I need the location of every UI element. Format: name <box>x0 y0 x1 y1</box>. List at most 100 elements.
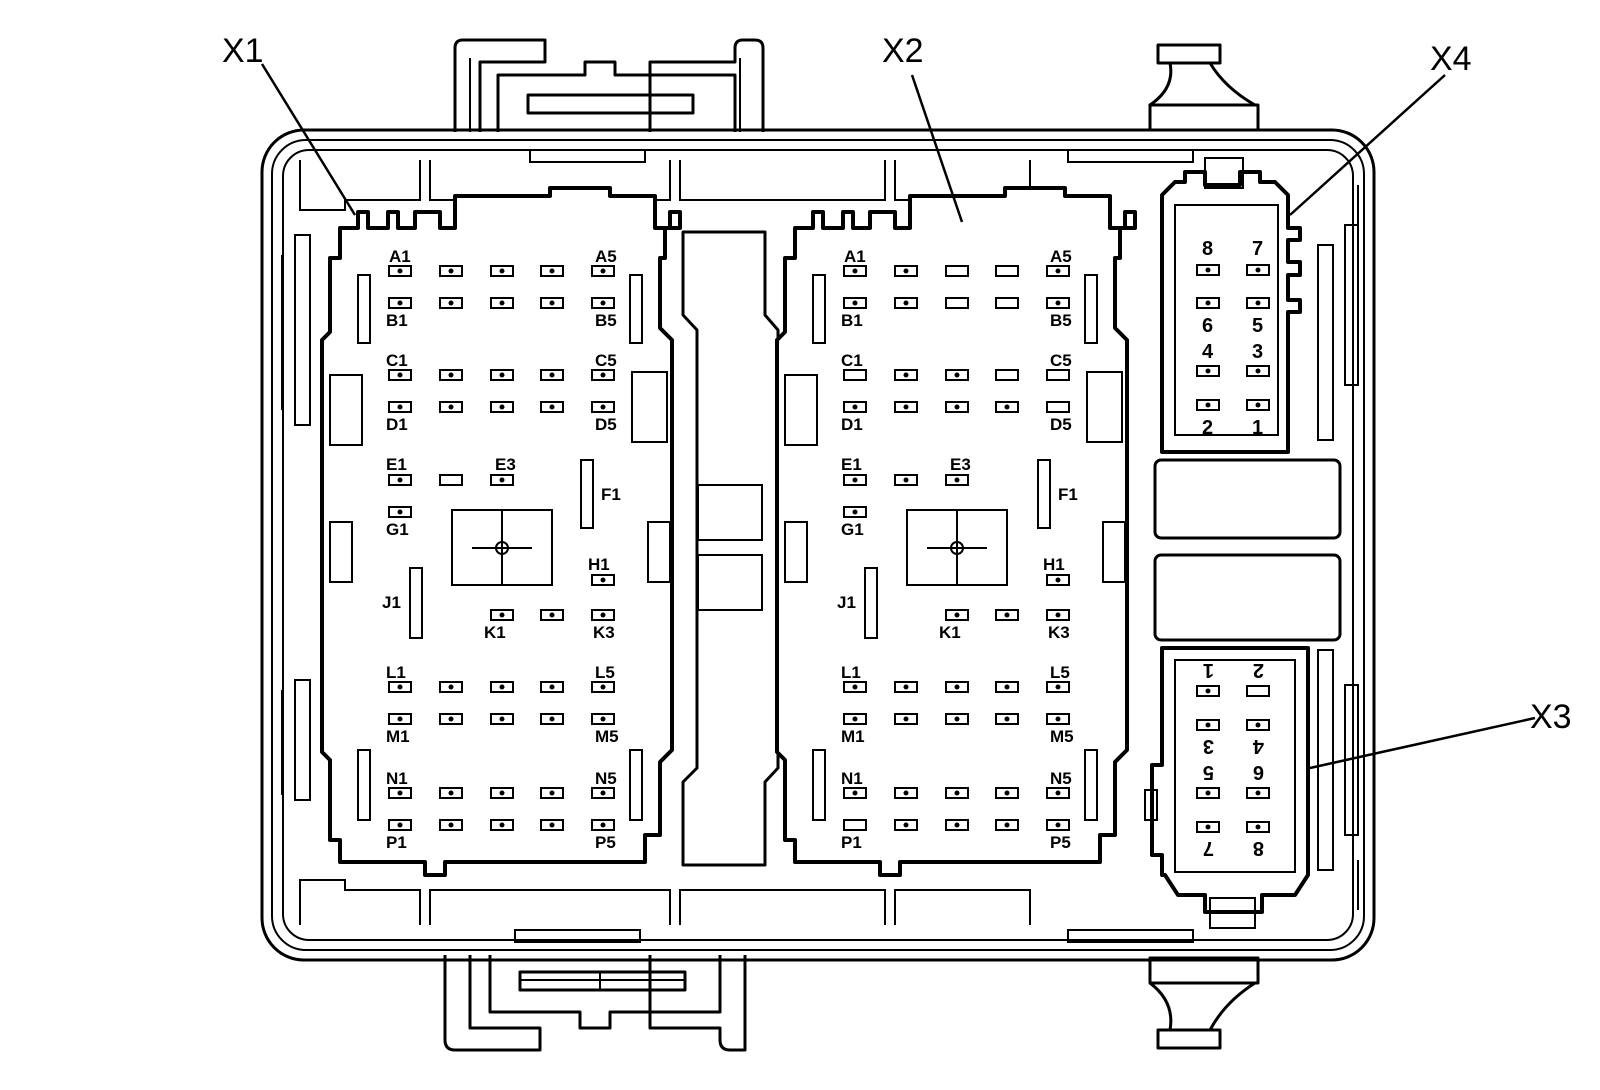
x2-label-d5: D5 <box>1050 415 1072 434</box>
x2-row-l <box>843 681 1070 693</box>
x4-label-5: 5 <box>1252 315 1263 337</box>
x3-label-2: 2 <box>1253 659 1264 681</box>
x3-label-8: 8 <box>1253 837 1264 859</box>
x4-label-4: 4 <box>1202 341 1214 363</box>
center-divider <box>681 230 780 867</box>
x2-row-n <box>843 787 1070 799</box>
x4-pin-grid <box>1196 264 1270 411</box>
right-knob-top <box>1148 43 1260 132</box>
x2-label-p5: P5 <box>1050 833 1071 852</box>
x1-label-a5: A5 <box>595 247 617 266</box>
x2-label-n5: N5 <box>1050 769 1072 788</box>
x2-row-b <box>843 297 1070 309</box>
x1-pin-grid <box>388 265 615 831</box>
connector-x2 <box>775 186 1137 877</box>
x1-row-e <box>388 474 514 486</box>
x3-label-7: 7 <box>1203 837 1214 859</box>
x2-label-h1: H1 <box>1043 555 1065 574</box>
housing-center-blocks <box>1153 458 1342 642</box>
callout-labels: X1 X2 X4 X3 <box>222 32 1572 736</box>
x2-label-l5: L5 <box>1050 663 1070 682</box>
x1-row-c <box>388 369 615 381</box>
x3-label-6: 6 <box>1253 761 1264 783</box>
x1-label-n5: N5 <box>595 769 617 788</box>
x2-label-k1: K1 <box>939 623 961 642</box>
x2-row-d <box>843 401 1070 413</box>
x2-pin-grid <box>843 265 1070 831</box>
x3-pin-labels: 1 2 3 4 5 6 7 8 <box>1203 659 1264 859</box>
outer-housing <box>260 128 1376 962</box>
x2-label-n1: N1 <box>841 769 863 788</box>
x1-label-k1: K1 <box>484 623 506 642</box>
x1-row-a <box>388 265 615 277</box>
x1-label-d5: D5 <box>595 415 617 434</box>
x4-pin-labels: 8 7 6 5 4 3 2 1 <box>1202 238 1263 439</box>
x2-row-c <box>843 369 1070 381</box>
x3-leader-line <box>1309 716 1536 770</box>
x1-label-a1: A1 <box>389 247 411 266</box>
x1-pin-labels: A1 A5 B1 B5 C1 C5 D1 D5 E1 E3 F1 G1 H1 J… <box>382 247 621 852</box>
x1-label-n1: N1 <box>386 769 408 788</box>
x1-label-c1: C1 <box>386 351 408 370</box>
x1-row-p <box>388 819 615 831</box>
connector-x1 <box>320 186 682 877</box>
x1-label-c5: C5 <box>595 351 617 370</box>
x1-leader-line <box>260 63 357 216</box>
x2-label-e3: E3 <box>950 455 971 474</box>
top-latch <box>453 38 765 132</box>
x3-label-5: 5 <box>1203 761 1214 783</box>
x3-label-1: 1 <box>1203 659 1214 681</box>
x2-label-b5: B5 <box>1050 311 1072 330</box>
x3-label-3: 3 <box>1203 735 1214 757</box>
x1-row-m <box>388 713 615 725</box>
x2-row-a <box>843 265 1070 277</box>
x1-row-b <box>388 297 615 309</box>
x1-label-b1: B1 <box>386 311 408 330</box>
x1-label-e3: E3 <box>495 455 516 474</box>
x1-label-b5: B5 <box>595 311 617 330</box>
x2-pin-labels: A1 A5 B1 B5 C1 C5 D1 D5 E1 E3 F1 G1 H1 J… <box>837 247 1078 852</box>
connector-x3 <box>1144 646 1310 929</box>
right-knob-bottom <box>1148 956 1260 1050</box>
x2-label-e1: E1 <box>841 455 862 474</box>
x4-label-6: 6 <box>1202 315 1213 337</box>
x2-label-p1: P1 <box>841 833 862 852</box>
x1-label-l1: L1 <box>386 663 406 682</box>
x2-row-p <box>843 819 1070 831</box>
x1-label-h1: H1 <box>588 555 610 574</box>
x1-label-m1: M1 <box>386 727 410 746</box>
x2-leader-line <box>910 74 964 223</box>
x2-row-e <box>843 474 969 486</box>
x1-label-g1: G1 <box>386 520 409 539</box>
x2-label-f1: F1 <box>1058 485 1078 504</box>
x1-label-p5: P5 <box>595 833 616 852</box>
x4-label-7: 7 <box>1252 238 1263 260</box>
x3-label-4: 4 <box>1252 735 1264 757</box>
x1-label-e1: E1 <box>386 455 407 474</box>
x2-row-g <box>843 506 867 518</box>
x2-row-h <box>1046 574 1070 586</box>
x4-label-2: 2 <box>1202 417 1213 439</box>
x1-label-d1: D1 <box>386 415 408 434</box>
x1-label-l5: L5 <box>595 663 615 682</box>
x2-row-k <box>945 609 1070 621</box>
x2-label-l1: L1 <box>841 663 861 682</box>
x1-label-p1: P1 <box>386 833 407 852</box>
x2-label-j1: J1 <box>837 593 856 612</box>
x2-label-m5: M5 <box>1050 727 1074 746</box>
x4-label-3: 3 <box>1252 341 1263 363</box>
x4-label-8: 8 <box>1202 238 1213 260</box>
x4-leader-line <box>1289 74 1446 216</box>
x2-label-a1: A1 <box>844 247 866 266</box>
x1-row-g <box>388 506 412 518</box>
x3-pin-grid <box>1196 685 1270 833</box>
x1-label-f1: F1 <box>601 485 621 504</box>
callout-x4: X4 <box>1430 40 1472 78</box>
x2-label-a5: A5 <box>1050 247 1072 266</box>
x1-row-k <box>490 609 615 621</box>
x1-label-j1: J1 <box>382 593 401 612</box>
x2-label-b1: B1 <box>841 311 863 330</box>
connector-x4 <box>1160 157 1302 454</box>
